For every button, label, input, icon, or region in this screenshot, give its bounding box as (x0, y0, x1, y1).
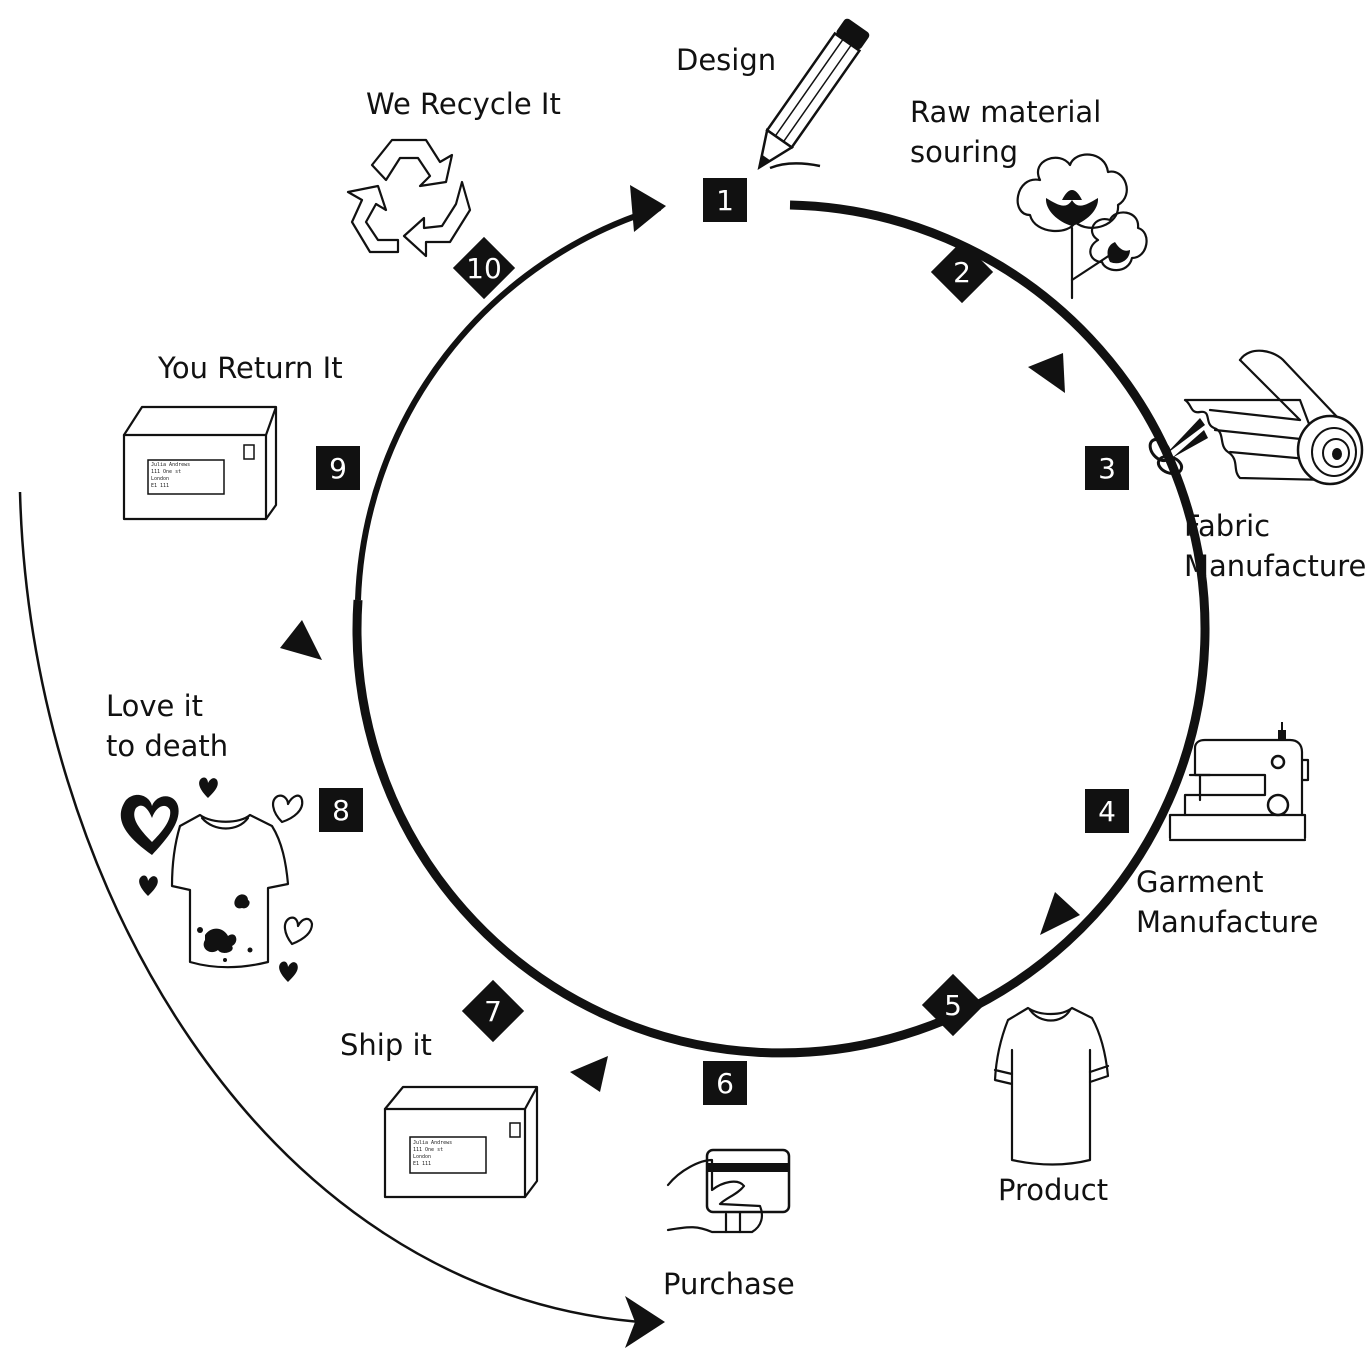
step-badge-number: 2 (953, 256, 971, 289)
address-line: E1 111 (151, 483, 169, 489)
address-line: 111 One st (151, 469, 181, 475)
step-badges: 1 2 3 4 5 6 7 8 9 10 (316, 178, 1129, 1105)
return-curve (18, 491, 665, 1348)
step-badge-8: 8 (319, 788, 363, 832)
step-7-label: Ship it (340, 1025, 432, 1065)
step-badge-box (319, 788, 363, 832)
tshirt-icon (993, 1006, 1110, 1166)
credit-card-hand-icon (666, 1148, 791, 1234)
step-2-label-line: souring (910, 135, 1018, 169)
step-badge-number: 9 (329, 452, 347, 485)
step-badge-number: 7 (484, 995, 502, 1028)
sewing-machine-icon (1168, 722, 1310, 842)
step-badge-box (1085, 446, 1129, 490)
arrowhead-8-9 (280, 620, 322, 660)
arrowhead-4-5 (1040, 892, 1080, 935)
step-badge-4: 4 (1085, 789, 1129, 833)
parcel-icon (122, 405, 278, 521)
fabric-roll-icon (1148, 349, 1364, 486)
cotton-plant-icon (1016, 153, 1148, 300)
step-badge-number: 3 (1098, 452, 1116, 485)
step-badge-box (930, 240, 994, 304)
address-line: Julia Andrews (413, 1140, 452, 1146)
step-badge-2: 2 (930, 240, 994, 304)
step-badge-box (461, 979, 525, 1043)
step-8-label-line: to death (106, 729, 229, 763)
step-9-label-line: You Return It (158, 351, 343, 385)
step-badge-3: 3 (1085, 446, 1129, 490)
step-4-label: Garment Manufacture (1136, 862, 1318, 942)
step-badge-box (316, 446, 360, 490)
step-6-label: Purchase (663, 1264, 795, 1304)
step-8-label-line: Love it (106, 689, 204, 723)
step-5-label: Product (998, 1170, 1108, 1210)
step-badge-9: 9 (316, 446, 360, 490)
step-badge-box (703, 178, 747, 222)
step-badge-box (703, 1061, 747, 1105)
arrowhead-6-7 (570, 1056, 608, 1092)
step-10-label-line: We Recycle It (366, 87, 561, 121)
address-line: Julia Andrews (151, 462, 190, 468)
step-badge-box (452, 236, 516, 300)
address-line: London (151, 476, 169, 482)
step-badge-box (1085, 789, 1129, 833)
step-10-label: We Recycle It (366, 84, 561, 124)
step-badge-6: 6 (703, 1061, 747, 1105)
step-badge-box (921, 973, 985, 1037)
step-badge-5: 5 (921, 973, 985, 1037)
step-9-label: You Return It (158, 348, 343, 388)
step-2-label: Raw material souring (910, 92, 1101, 172)
step-5-label-line: Product (998, 1173, 1109, 1207)
step-3-label-line: Fabric (1184, 509, 1271, 543)
arrowhead-2-3 (1028, 353, 1065, 393)
step-1-label: Design (676, 40, 776, 80)
arrowhead-10-1 (630, 185, 666, 232)
return-curve-arrowhead (625, 1296, 665, 1348)
step-3-label: Fabric Manufacture (1184, 506, 1366, 586)
step-badge-number: 4 (1098, 795, 1116, 828)
parcel-icon (383, 1085, 539, 1199)
address-line: 111 One st (413, 1147, 443, 1153)
address-line: E1 111 (413, 1161, 431, 1167)
step-badge-number: 8 (332, 794, 350, 827)
step-badge-10: 10 (452, 236, 516, 300)
worn-tshirt-hearts-icon (120, 777, 314, 982)
step-3-label-line: Manufacture (1184, 549, 1367, 583)
step-badge-1: 1 (703, 178, 747, 222)
step-1-label-line: Design (676, 43, 777, 77)
step-badge-number: 5 (944, 989, 962, 1022)
step-7-label-line: Ship it (340, 1028, 432, 1062)
step-badge-7: 7 (461, 979, 525, 1043)
step-6-label-line: Purchase (663, 1267, 795, 1301)
recycle-icon (346, 138, 472, 258)
address-line: London (413, 1154, 431, 1160)
ring-arrowheads (280, 185, 1080, 1092)
pencil-icon (757, 18, 870, 171)
step-2-label-line: Raw material (910, 95, 1102, 129)
step-4-label-line: Manufacture (1136, 905, 1319, 939)
step-8-label: Love it to death (106, 686, 228, 766)
step-badge-number: 10 (466, 252, 502, 285)
step-badge-number: 1 (716, 184, 734, 217)
step-4-label-line: Garment (1136, 865, 1264, 899)
step-badge-number: 6 (716, 1067, 734, 1100)
cycle-ring (352, 200, 1210, 1058)
